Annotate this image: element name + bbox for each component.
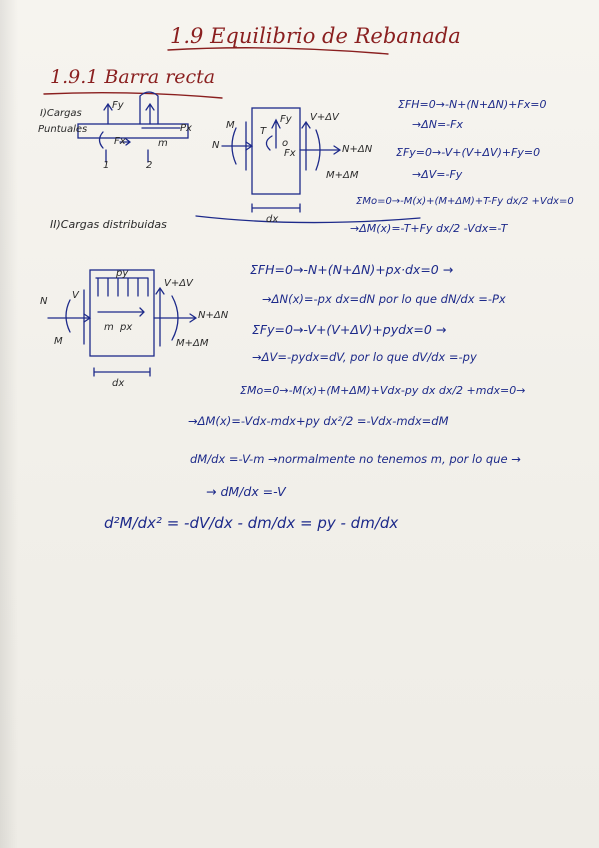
eq-dv-case1: →ΔV=-Fy bbox=[412, 168, 463, 181]
separator-line bbox=[195, 215, 421, 224]
eq-mo-case1: ΣMo=0→-M(x)+(M+ΔM)+T-Fy dx/2 +Vdx=0 bbox=[356, 196, 574, 207]
eq-dmdx-v: → dM/dx =-V bbox=[206, 484, 286, 499]
label-fx: Fx bbox=[114, 136, 126, 147]
eq-fh-case1: ΣFH=0→-N+(N+ΔN)+Fx=0 bbox=[398, 98, 547, 111]
eq-fh-case2: ΣFH=0→-N+(N+ΔN)+px·dx=0 → bbox=[250, 262, 454, 277]
distributed-px bbox=[97, 307, 145, 317]
slice2-label-m: M bbox=[54, 336, 63, 347]
arrow-fy-slice bbox=[271, 118, 281, 149]
eq-dn-case1: →ΔN=-Fx bbox=[412, 118, 463, 131]
position-ticks bbox=[105, 149, 149, 163]
slice2-label-ndn: N+ΔN bbox=[198, 310, 229, 321]
eq-dn-case2: →ΔN(x)=-px dx=dN por lo que dN/dx =-Px bbox=[262, 292, 506, 306]
dist-load-block bbox=[139, 91, 159, 125]
slice-label-o: o bbox=[282, 138, 289, 149]
page-title: 1.9 Equilibrio de Rebanada bbox=[170, 24, 461, 48]
slice-label-fy: Fy bbox=[280, 114, 292, 125]
slice2-label-v: V bbox=[72, 290, 79, 301]
beam-case1 bbox=[77, 123, 189, 139]
slice2-label-vdv: V+ΔV bbox=[164, 278, 193, 289]
section-underline bbox=[43, 91, 223, 99]
label-px: Px bbox=[180, 123, 192, 134]
moment-t bbox=[265, 135, 273, 151]
dimension-dx1 bbox=[251, 203, 301, 213]
dimension-dx2 bbox=[93, 367, 151, 377]
slice2-label-px: px bbox=[120, 322, 133, 333]
slice2-label-n: N bbox=[40, 296, 48, 307]
slice-label-mdm: M+ΔM bbox=[326, 170, 359, 181]
slice-label-dx: dx bbox=[266, 214, 279, 225]
arrow-n-right-2 bbox=[153, 313, 198, 323]
label-pos2: 2 bbox=[146, 160, 153, 171]
label-m: m bbox=[158, 138, 168, 149]
slice-case1 bbox=[251, 107, 301, 195]
slice2-label-py: py bbox=[116, 268, 129, 279]
eq-second-derivative: d²M/dx² = -dV/dx - dm/dx = py - dm/dx bbox=[104, 514, 399, 532]
slice-label-fx: Fx bbox=[284, 148, 296, 159]
moment-left-2 bbox=[65, 299, 71, 333]
eq-dmdx-case2: dM/dx =-V-m →normalmente no tenemos m, p… bbox=[190, 452, 521, 466]
slice2-label-dx: dx bbox=[112, 378, 125, 389]
arrow-n-2 bbox=[47, 313, 92, 323]
case1-label-line1: I)Cargas bbox=[40, 108, 82, 119]
slice-label-ndn: N+ΔN bbox=[342, 144, 373, 155]
eq-dv-case2: →ΔV=-pydx=dV, por lo que dV/dx =-py bbox=[252, 350, 477, 364]
case2-label: II)Cargas distribuidas bbox=[50, 218, 167, 231]
arrow-n bbox=[221, 141, 254, 151]
label-fy: Fy bbox=[112, 100, 124, 111]
arrow-fx bbox=[119, 138, 132, 146]
arrow-fy-mid bbox=[145, 102, 155, 125]
slice2-label-mdm: M+ΔM bbox=[176, 338, 209, 349]
arrow-v-right-2 bbox=[155, 286, 165, 347]
eq-fy-case2: ΣFy=0→-V+(V+ΔV)+pydx=0 → bbox=[252, 322, 447, 337]
slice-label-n: N bbox=[212, 140, 220, 151]
slice-label-t: T bbox=[260, 126, 267, 137]
arrow-v-right bbox=[301, 120, 311, 171]
slice-label-vdv: V+ΔV bbox=[310, 112, 339, 123]
moment-right-2 bbox=[171, 295, 179, 341]
eq-dm-case2: →ΔM(x)=-Vdx-mdx+py dx²/2 =-Vdx-mdx=dM bbox=[188, 414, 449, 428]
arrow-fy-left bbox=[103, 102, 113, 125]
eq-dm-case1: →ΔM(x)=-T+Fy dx/2 -Vdx=-T bbox=[350, 222, 508, 235]
title-underline bbox=[167, 47, 389, 55]
slice-label-m: M bbox=[226, 120, 235, 131]
moment-arc bbox=[98, 131, 104, 149]
distributed-py bbox=[95, 277, 149, 297]
section-heading: 1.9.1 Barra recta bbox=[50, 66, 216, 88]
page-edge-shadow bbox=[0, 0, 18, 848]
label-pos1: 1 bbox=[103, 160, 110, 171]
slice2-label-m-small: m bbox=[104, 322, 114, 333]
eq-fy-case1: ΣFy=0→-V+(V+ΔV)+Fy=0 bbox=[396, 146, 541, 159]
slice-case2 bbox=[89, 269, 155, 357]
eq-mo-case2: ΣMo=0→-M(x)+(M+ΔM)+Vdx-py dx dx/2 +mdx=0… bbox=[240, 384, 526, 397]
case1-label-line2: Puntuales bbox=[38, 124, 88, 135]
moment-right bbox=[315, 129, 321, 171]
